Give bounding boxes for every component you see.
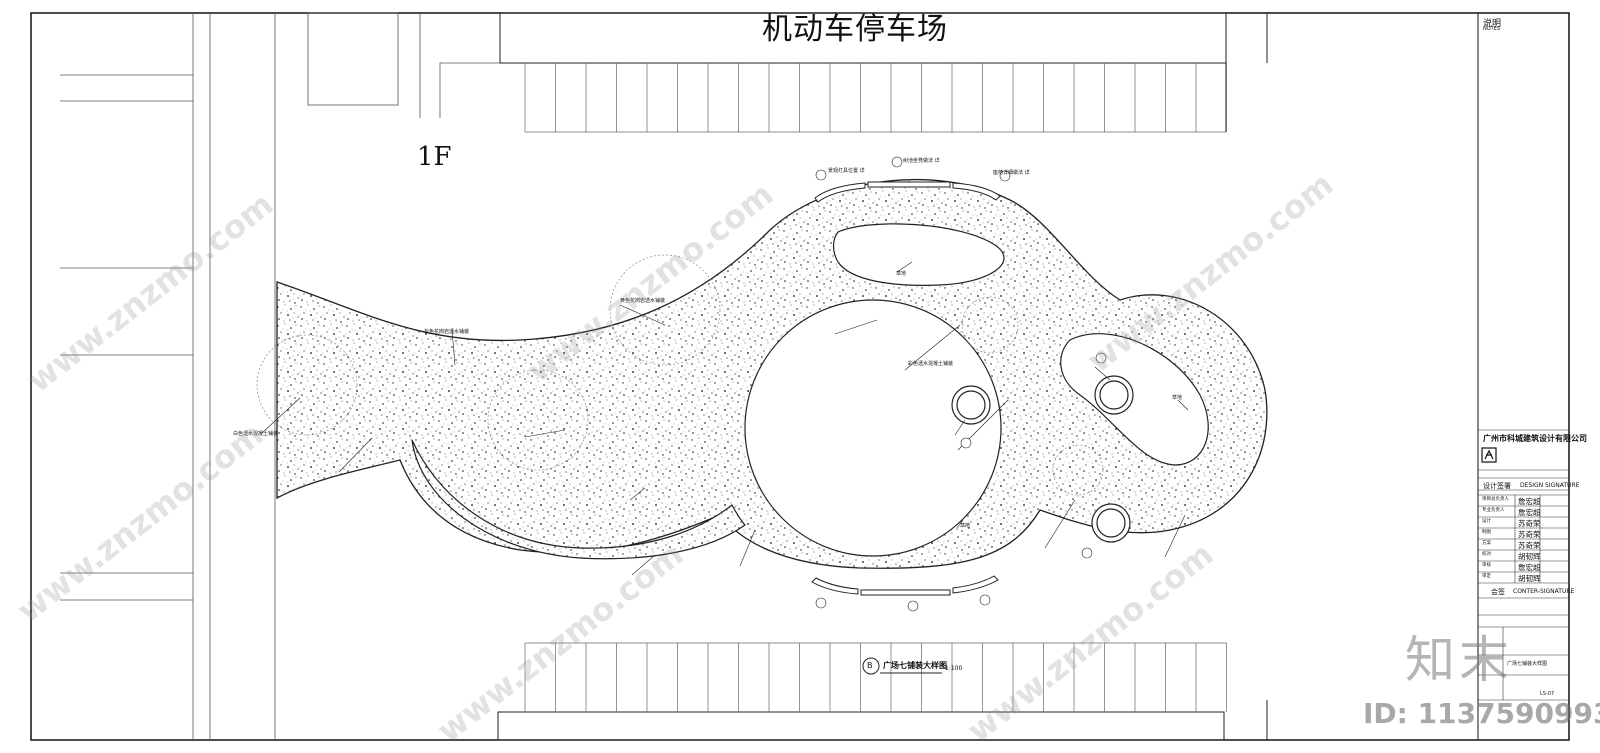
title-block-logo <box>1481 447 1497 463</box>
counter-signature-en: CONTER-SIGNATURE <box>1513 588 1575 595</box>
signature-row-name: 詹宏超 <box>1518 508 1541 517</box>
central-circle-lawn <box>744 299 1002 557</box>
annotation-leaders <box>261 261 1189 576</box>
annotation-lawn-right: 草地 <box>1172 395 1183 401</box>
annotation-yellow-granite: 黄色花岗岩透水铺装 <box>620 298 666 304</box>
annotation-text: 座椅详细做法 <box>993 170 1024 176</box>
parking-stalls-top <box>524 63 1227 133</box>
annotation-lawn-center: 草地 <box>960 523 971 529</box>
signature-row-label: 方案 <box>1482 541 1491 546</box>
signature-row-name: 苏奇荣 <box>1518 519 1541 528</box>
caption-symbol <box>862 657 942 675</box>
tree-pits <box>951 375 1134 543</box>
watermark-id: ID: 1137590993 <box>1363 697 1600 730</box>
parking-stalls-bottom <box>524 642 1227 712</box>
signature-row-name: 苏奇荣 <box>1518 541 1541 550</box>
signature-row-label: 审核 <box>1482 563 1491 568</box>
company-name: 广州市科城建筑设计有限公司 <box>1483 434 1587 443</box>
signature-row-name: 詹宏超 <box>1518 497 1541 506</box>
caption-title: 广场七铺装大样图 <box>883 661 947 670</box>
title-block-grid <box>1478 429 1569 701</box>
watermark-brand: 知末 <box>1405 631 1513 689</box>
parking-building-top <box>499 12 1268 132</box>
annotation-lamp-top-left: 景观灯具位置 详 <box>828 167 865 174</box>
tree-canopies <box>256 254 1104 496</box>
annotation-white-concrete: 白色透水混凝土铺装 <box>233 431 279 437</box>
annotation-grey-granite: 灰色花岗岩透水铺装 <box>424 329 470 335</box>
annotation-code: 详 <box>934 158 940 164</box>
signature-row-name: 苏奇荣 <box>1518 530 1541 539</box>
annotation-bubbles <box>815 156 1107 612</box>
annotation-text: 树池坐凳做法 <box>903 158 934 164</box>
floor-label: 1F <box>417 142 452 172</box>
counter-signature-cn: 会签 <box>1491 588 1505 596</box>
signature-row-label: 校对 <box>1482 552 1491 557</box>
signature-row-label: 项目总负责人 <box>1482 497 1509 502</box>
annotation-treebench-top: 树池坐凳做法 详 <box>903 157 940 164</box>
annotation-code: 详 <box>859 168 865 174</box>
parking-building-bottom <box>497 700 1268 741</box>
annotation-lawn-top: 草地 <box>896 271 907 277</box>
notes-heading-en: NOTES <box>1483 26 1501 32</box>
signature-row-label: 设计 <box>1482 519 1491 524</box>
signature-row-name: 胡韧辉 <box>1518 574 1541 583</box>
caption-number: B <box>867 661 873 670</box>
annotation-color-concrete: 彩色透水混凝土铺装 <box>908 361 954 367</box>
annotation-seat-top-right: 座椅详细做法 详 <box>993 169 1030 176</box>
design-signature-cn: 设计签署 <box>1483 482 1511 490</box>
drawing-name: 广场七铺装大样图 <box>1507 661 1548 667</box>
signature-row-label: 专业负责人 <box>1482 508 1505 513</box>
signature-row-label: 审定 <box>1482 574 1491 579</box>
design-signature-en: DESIGN SIGNATURE <box>1520 482 1580 489</box>
annotation-text: 景观灯具位置 <box>828 168 859 174</box>
caption-scale: 1:100 <box>945 665 963 672</box>
parking-title: 机动车停车场 <box>762 12 948 47</box>
signature-row-label: 制图 <box>1482 530 1491 535</box>
right-inner-oval <box>1060 333 1209 466</box>
plaza-cutouts <box>411 223 1209 560</box>
benches <box>811 181 1001 596</box>
signature-row-name: 詹宏超 <box>1518 563 1541 572</box>
notes-heading-cn: 说明 <box>1483 19 1502 29</box>
lawn-top-oval <box>832 223 1005 286</box>
drawing-number: LS-07 <box>1540 691 1555 697</box>
annotation-code: 详 <box>1024 170 1030 176</box>
lower-left-curve-lawn <box>411 439 746 560</box>
left-road-lines <box>60 12 500 740</box>
signature-row-name: 胡韧辉 <box>1518 552 1541 561</box>
